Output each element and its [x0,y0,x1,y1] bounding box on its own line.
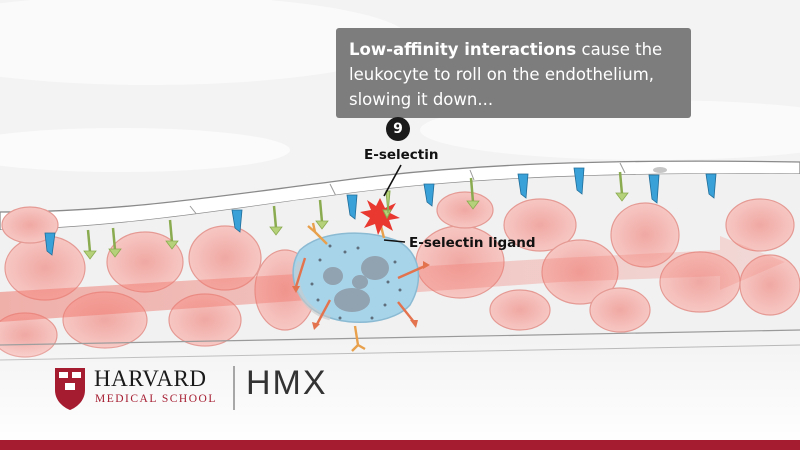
callout-box: Low-affinity interactions cause the leuk… [336,28,691,118]
binding-starburst [360,198,400,235]
e-selectin-leader-line [383,164,402,197]
leukocyte-surface-molecules [293,221,426,352]
harvard-shield-icon [55,368,85,410]
bottom-fade [0,340,800,440]
hmx-logo: HMX [246,364,328,402]
callout-bold: Low-affinity interactions [349,40,577,59]
endothelium-wall [0,160,800,231]
background-cloud [0,0,410,85]
ligand-leader-line [383,239,406,243]
endothelium-cell-borders [189,162,626,217]
e-selectin-molecules [44,167,717,256]
endothelial-ligands [83,171,629,260]
bottom-brand-bar [0,440,800,450]
leukocyte [292,232,420,323]
background-cloud [0,128,290,172]
label-e-selectin: E-selectin [364,147,439,163]
callout-text: cause the leukocyte to roll on the endot… [349,40,663,109]
leukocyte-granules [310,244,402,320]
medical-school-wordmark: MEDICAL SCHOOL [95,393,217,405]
bound-e-selectin [382,190,392,220]
leukocyte-surface-molecule-heads [292,261,430,330]
step-number-badge: 9 [386,117,410,141]
leukocyte-nucleus [323,256,389,312]
harvard-wordmark: HARVARD [94,366,207,391]
endothelial-nucleus [653,167,667,173]
label-e-selectin-ligand: E-selectin ligand [409,235,536,251]
